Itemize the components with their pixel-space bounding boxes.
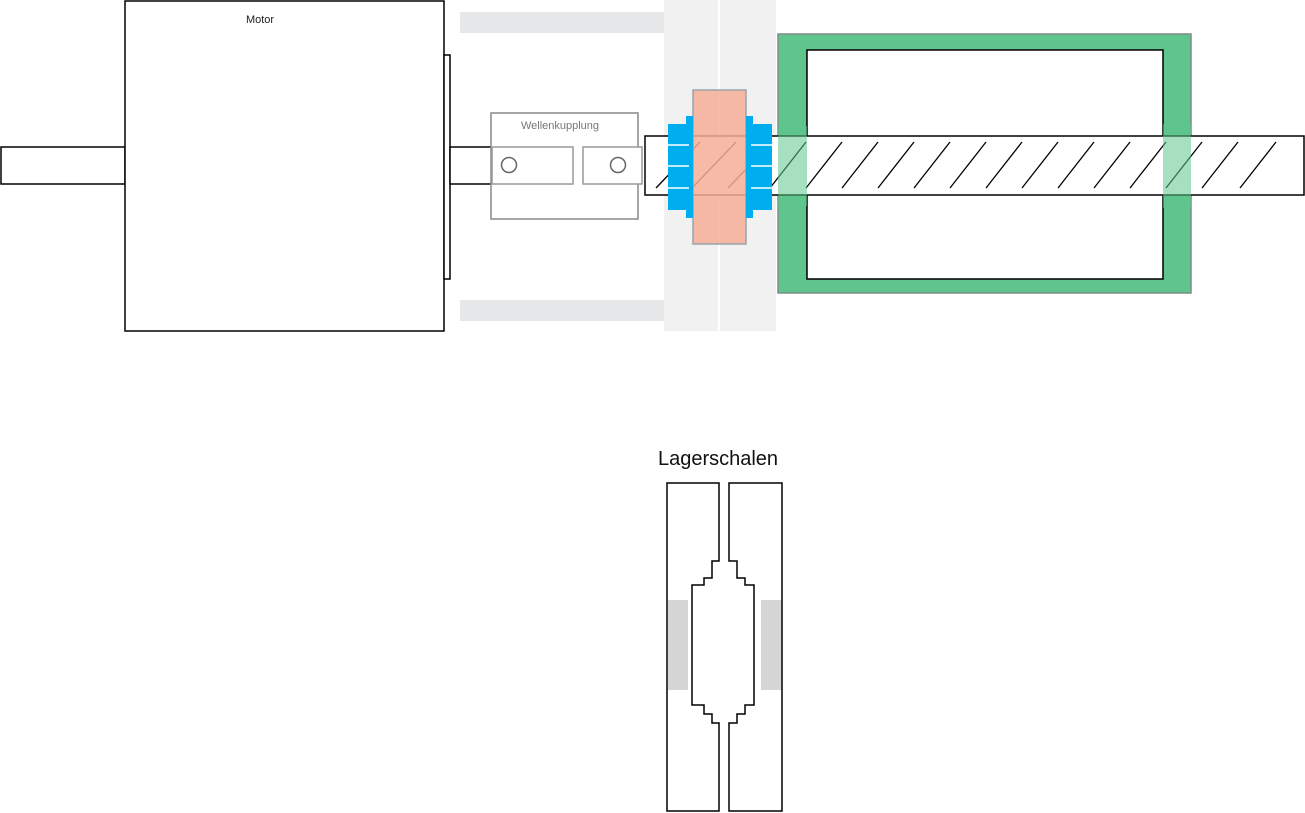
right-shell-gray-band <box>761 600 782 690</box>
motor-flange <box>443 54 451 280</box>
bearing-shells-title: Lagerschalen <box>658 448 778 470</box>
coupling-right-screw-icon <box>609 156 627 174</box>
bearing-insert <box>692 89 747 245</box>
motor-rear-shaft <box>0 146 126 185</box>
left-bearing-clip <box>668 116 693 218</box>
motor-front-shaft <box>449 146 493 185</box>
frame-right-bushing <box>1163 124 1191 208</box>
shaft-coupling-label: Wellenkupplung <box>521 120 599 132</box>
coupling-left-hub <box>491 146 574 185</box>
motor-label: Motor <box>246 14 274 26</box>
upper-guide-rail <box>460 12 666 33</box>
motor-body <box>124 0 445 332</box>
left-bearing-shell <box>666 482 720 812</box>
right-bearing-clip <box>746 116 772 218</box>
lower-guide-rail <box>460 300 666 321</box>
right-bearing-shell <box>728 482 783 812</box>
frame-left-bushing <box>778 126 807 206</box>
left-shell-gray-band <box>668 600 688 690</box>
coupling-right-hub <box>582 146 643 185</box>
coupling-left-screw-icon <box>500 156 518 174</box>
